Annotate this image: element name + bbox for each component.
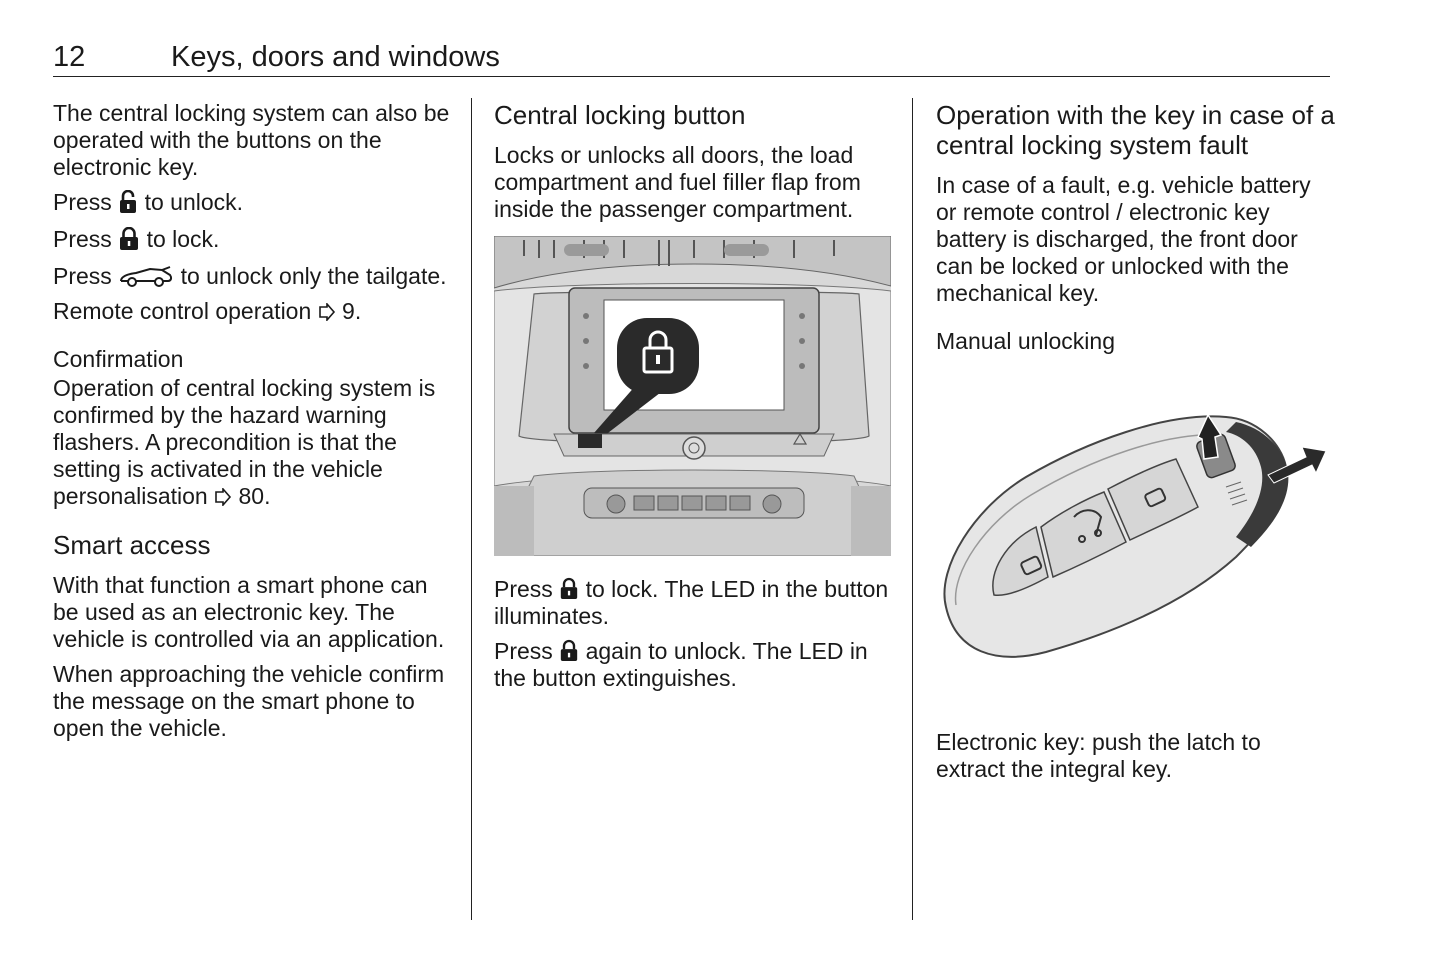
padlock-closed-icon	[561, 639, 578, 661]
electronic-key-caption: Electronic key: push the latch to extrac…	[936, 729, 1261, 782]
confirmation-heading: Confirmation	[53, 346, 184, 372]
press-unlock-led-paragraph: Press again to unlock. The LED in the bu…	[494, 638, 894, 692]
remote-control-text: Remote control operation	[53, 298, 312, 324]
padlock-closed-icon	[561, 577, 578, 599]
key-fault-heading: Operation with the key in case of a cent…	[936, 100, 1335, 160]
unlock-led-text: again to unlock. The LED in the button e…	[494, 638, 868, 691]
confirmation-ref: 80.	[238, 483, 271, 509]
padlock-open-icon	[120, 190, 137, 213]
press-lock-led-paragraph: Press to lock. The LED in the button ill…	[494, 576, 894, 630]
press-lock-line: Press to lock.	[53, 226, 453, 253]
electronic-key-illustration	[943, 413, 1327, 658]
central-locking-heading: Central locking button	[494, 100, 746, 130]
confirmation-text: Operation of central locking system is c…	[53, 375, 436, 509]
press-word: Press	[494, 576, 553, 602]
press-word: Press	[53, 226, 112, 252]
remote-control-line: Remote control operation 9.	[53, 298, 453, 325]
tailgate-suffix: to unlock only the tailgate.	[180, 263, 447, 289]
column-left: The central locking system can also be o…	[53, 100, 453, 742]
lock-suffix: to lock.	[146, 226, 220, 252]
smart-access-paragraph-2: When approaching the vehicle confirm the…	[53, 661, 445, 741]
cross-reference-arrow-icon	[318, 303, 335, 321]
remote-control-ref: 9.	[342, 298, 362, 324]
column-middle: Central locking button Locks or unlocks …	[494, 100, 894, 692]
key-fault-intro: In case of a fault, e.g. vehicle battery…	[936, 172, 1311, 306]
smart-access-paragraph-1: With that function a smart phone can be …	[53, 572, 445, 652]
press-word: Press	[53, 263, 112, 289]
press-word: Press	[494, 638, 553, 664]
car-tailgate-icon	[120, 266, 173, 287]
cross-reference-arrow-icon	[215, 488, 232, 506]
central-locking-intro: Locks or unlocks all doors, the load com…	[494, 142, 861, 222]
dashboard-illustration	[494, 236, 891, 556]
press-tailgate-line: Press to unlock only the tailgate.	[53, 263, 453, 290]
press-unlock-line: Press to unlock.	[53, 189, 453, 216]
manual-unlocking-heading: Manual unlocking	[936, 328, 1116, 354]
unlock-suffix: to unlock.	[144, 189, 244, 215]
smart-access-heading: Smart access	[53, 530, 211, 560]
column-divider-right	[912, 98, 913, 920]
intro-paragraph: The central locking system can also be o…	[53, 100, 450, 180]
column-right: Operation with the key in case of a cent…	[936, 100, 1336, 783]
press-word: Press	[53, 189, 112, 215]
column-divider-left	[471, 98, 472, 920]
confirmation-paragraph: Operation of central locking system is c…	[53, 375, 453, 510]
header-rule	[53, 76, 1330, 77]
page-number: 12	[53, 41, 86, 73]
lock-led-text: to lock. The LED in the button illuminat…	[494, 576, 889, 629]
padlock-closed-icon	[120, 227, 139, 250]
page-title: Keys, doors and windows	[171, 41, 500, 73]
